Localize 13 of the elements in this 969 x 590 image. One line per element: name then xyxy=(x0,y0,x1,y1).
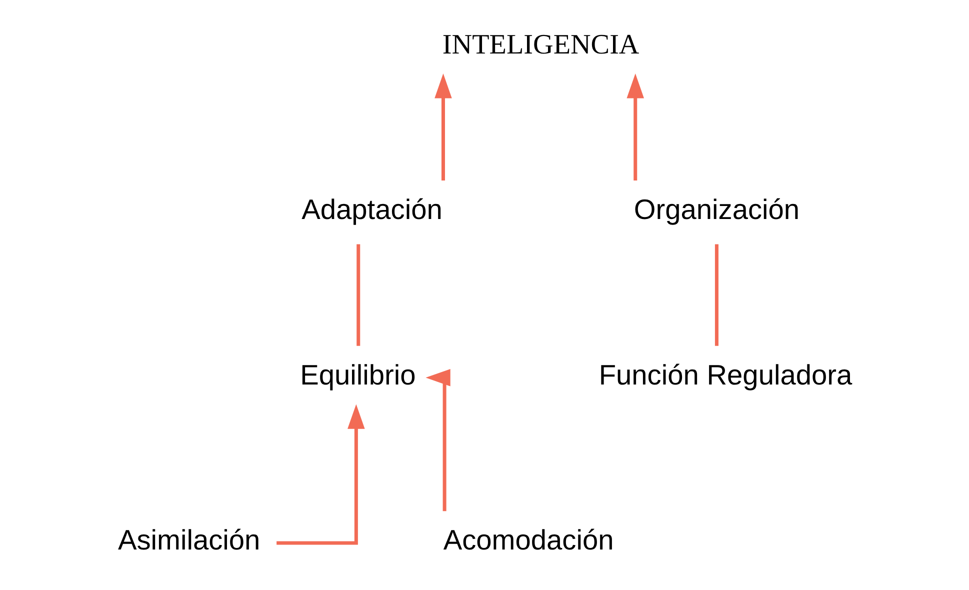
node-text: Organización xyxy=(633,194,800,226)
connector xyxy=(714,244,718,346)
node-text: Función Reguladora xyxy=(598,359,852,390)
arrow xyxy=(626,74,644,181)
node-text: Equilibrio xyxy=(300,359,416,390)
node-text: Acomodación xyxy=(442,524,614,556)
node-text: Adaptación xyxy=(301,194,442,226)
arrow xyxy=(425,369,450,512)
arrow xyxy=(276,404,364,545)
node-text: INTELIGENCIA xyxy=(442,30,639,61)
node-text: Asimilación xyxy=(117,524,260,556)
connector xyxy=(356,244,360,346)
arrow xyxy=(434,74,452,181)
